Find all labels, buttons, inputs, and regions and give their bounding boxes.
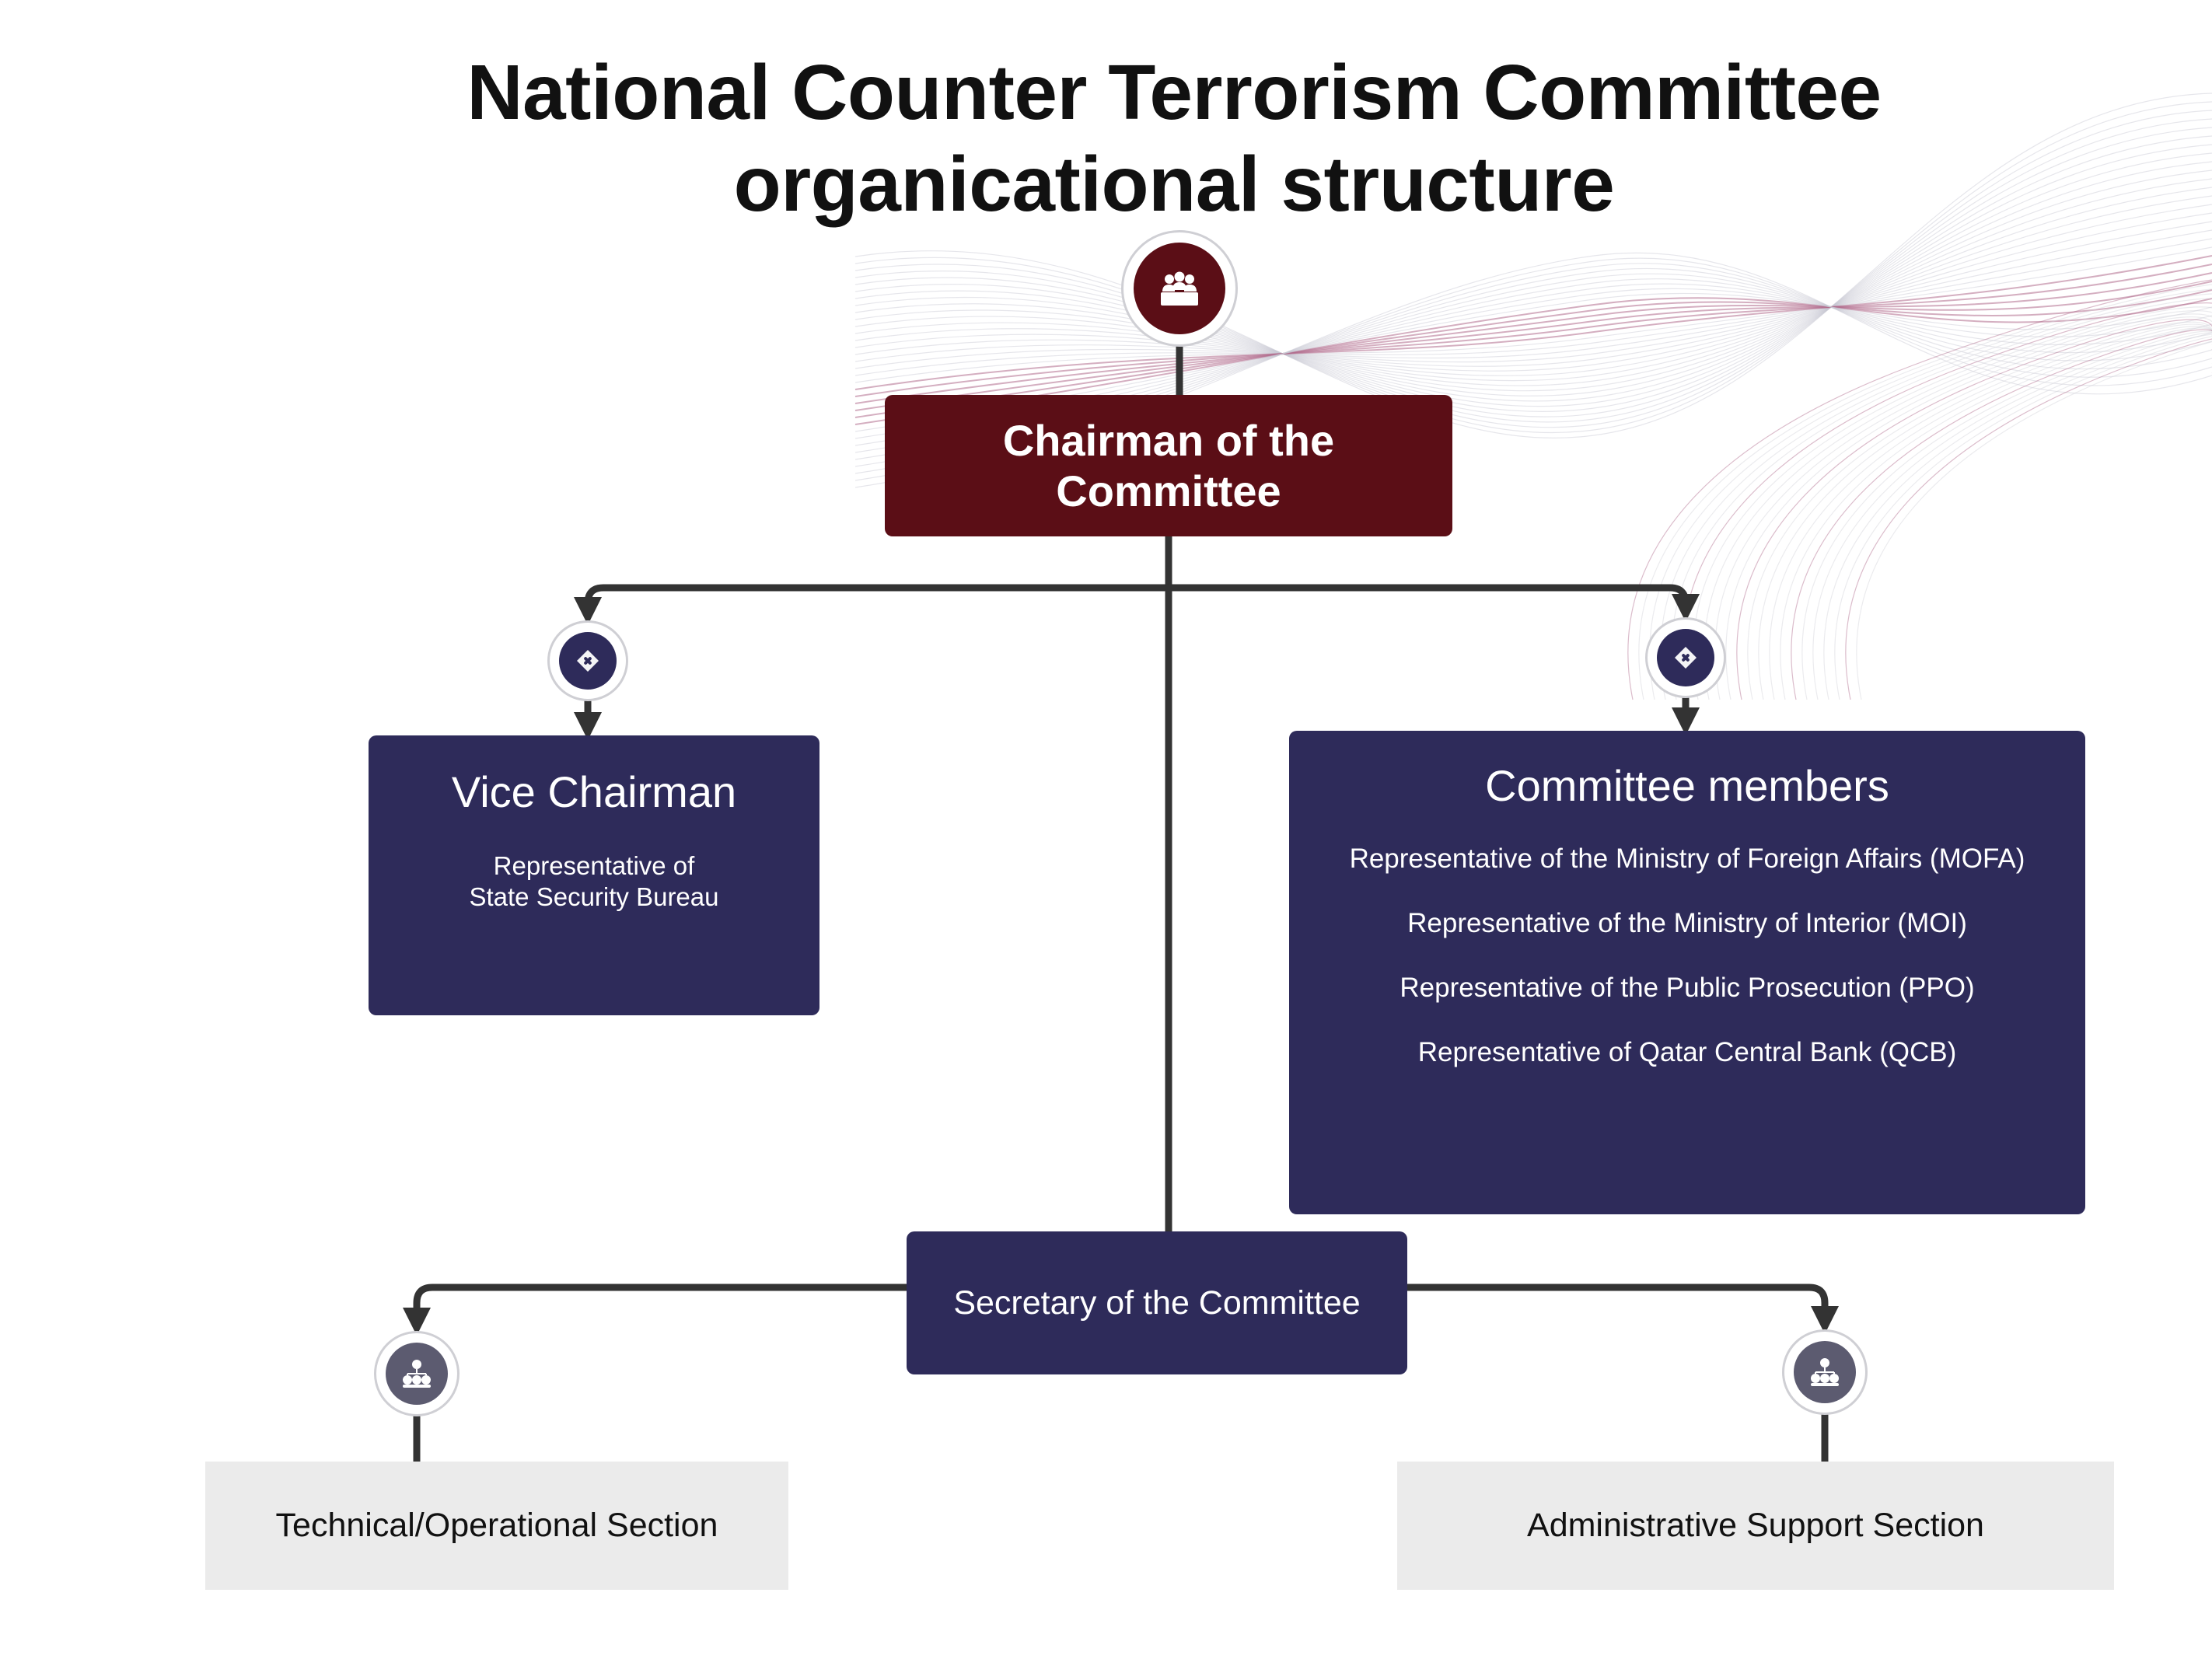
technical-section-icon-node <box>374 1331 460 1416</box>
wave-line <box>1725 316 2212 700</box>
wave-line <box>854 297 2212 425</box>
wave-line <box>854 127 2212 417</box>
handshake-icon <box>577 650 599 672</box>
administrative-section-box: Administrative Support Section <box>1397 1462 2114 1590</box>
wave-line <box>1834 336 2212 700</box>
wave-line <box>1660 293 2212 700</box>
wave-line <box>854 152 2212 402</box>
vice-chairman-box: Vice Chairman Representative of State Se… <box>369 735 819 1015</box>
connector-secretary-left <box>403 1284 910 1336</box>
chairman-icon-node <box>1121 230 1238 347</box>
committee-member-item: Representative of the Ministry of Interi… <box>1407 908 1967 938</box>
wave-line <box>1704 310 2212 700</box>
wave-line <box>854 161 2212 396</box>
title-line-1: National Counter Terrorism Committee <box>467 49 1882 136</box>
committee-member-item: Representative of Qatar Central Bank (QC… <box>1417 1037 1957 1067</box>
vice-chairman-icon-node <box>547 620 628 701</box>
committee-members-icon-node <box>1645 617 1726 698</box>
wave-line <box>1791 329 2212 700</box>
team-icon <box>1811 1358 1839 1386</box>
wave-line <box>854 135 2212 412</box>
wave-line <box>854 238 2212 376</box>
committee-member-item: Representative of the Public Prosecution… <box>1400 973 1975 1003</box>
connector-branch-left <box>574 584 1172 625</box>
wave-line <box>1812 332 2212 700</box>
wave-line <box>1638 284 2212 700</box>
vice-chairman-detail: Representative of State Security Bureau <box>369 850 819 913</box>
vice-chairman-detail-line-1: Representative of <box>493 851 695 880</box>
title-line-2: organicational structure <box>733 141 1615 228</box>
technical-section-box: Technical/Operational Section <box>205 1462 788 1590</box>
wave-line <box>1714 313 2212 700</box>
page-title: National Counter Terrorism Committee org… <box>233 47 2115 230</box>
committee-members-list: Representative of the Ministry of Foreig… <box>1289 843 2085 1069</box>
wave-line <box>1627 279 2212 700</box>
team-icon <box>403 1360 431 1388</box>
wave-line <box>1671 298 2212 700</box>
wave-line <box>854 264 2212 397</box>
wave-line <box>854 229 2212 369</box>
wave-line <box>854 292 2212 432</box>
committee-members-label: Committee members <box>1485 761 1889 810</box>
wave-line <box>1780 327 2212 700</box>
chairman-label: Chairman of the Committee <box>1002 416 1335 515</box>
technical-section-label: Technical/Operational Section <box>275 1507 718 1544</box>
wave-line <box>854 178 2212 386</box>
wave-line <box>1769 326 2212 700</box>
wave-line <box>854 246 2212 383</box>
wave-line <box>854 288 2212 439</box>
wave-line <box>854 255 2212 390</box>
wave-line <box>854 204 2212 372</box>
wave-line <box>854 221 2212 363</box>
wave-line <box>1801 330 2212 700</box>
wave-line <box>1649 288 2212 700</box>
wave-line <box>854 195 2212 376</box>
wave-line <box>1736 319 2212 700</box>
chairman-box: Chairman of the Committee <box>885 395 1452 536</box>
handshake-icon <box>1675 647 1697 669</box>
wave-line <box>1845 338 2212 700</box>
vice-chairman-label: Vice Chairman <box>451 767 737 816</box>
wave-line <box>1856 341 2212 700</box>
wave-line <box>1758 323 2212 700</box>
vice-chairman-detail-line-2: State Security Bureau <box>469 882 719 911</box>
connector-secretary-right <box>1403 1284 1839 1334</box>
wave-line <box>1823 334 2212 700</box>
connector-branch-right <box>1165 584 1700 622</box>
wave-line <box>854 283 2212 446</box>
committee-members-box: Committee members Representative of the … <box>1289 731 2085 1214</box>
wave-line <box>1682 302 2212 700</box>
wave-line <box>854 212 2212 367</box>
wave-line <box>854 281 2212 411</box>
wave-line <box>854 272 2212 404</box>
secretary-label: Secretary of the Committee <box>953 1284 1361 1322</box>
wave-line <box>854 289 2212 418</box>
wave-line <box>854 169 2212 392</box>
wave-line <box>854 187 2212 382</box>
wave-line <box>1693 306 2212 700</box>
wave-line <box>854 144 2212 407</box>
wave-line <box>1747 321 2212 700</box>
administrative-section-icon-node <box>1782 1329 1868 1415</box>
secretary-box: Secretary of the Committee <box>907 1231 1407 1374</box>
administrative-section-label: Administrative Support Section <box>1527 1507 1984 1544</box>
committee-member-item: Representative of the Ministry of Foreig… <box>1349 843 2025 874</box>
meeting-icon <box>1161 271 1198 306</box>
